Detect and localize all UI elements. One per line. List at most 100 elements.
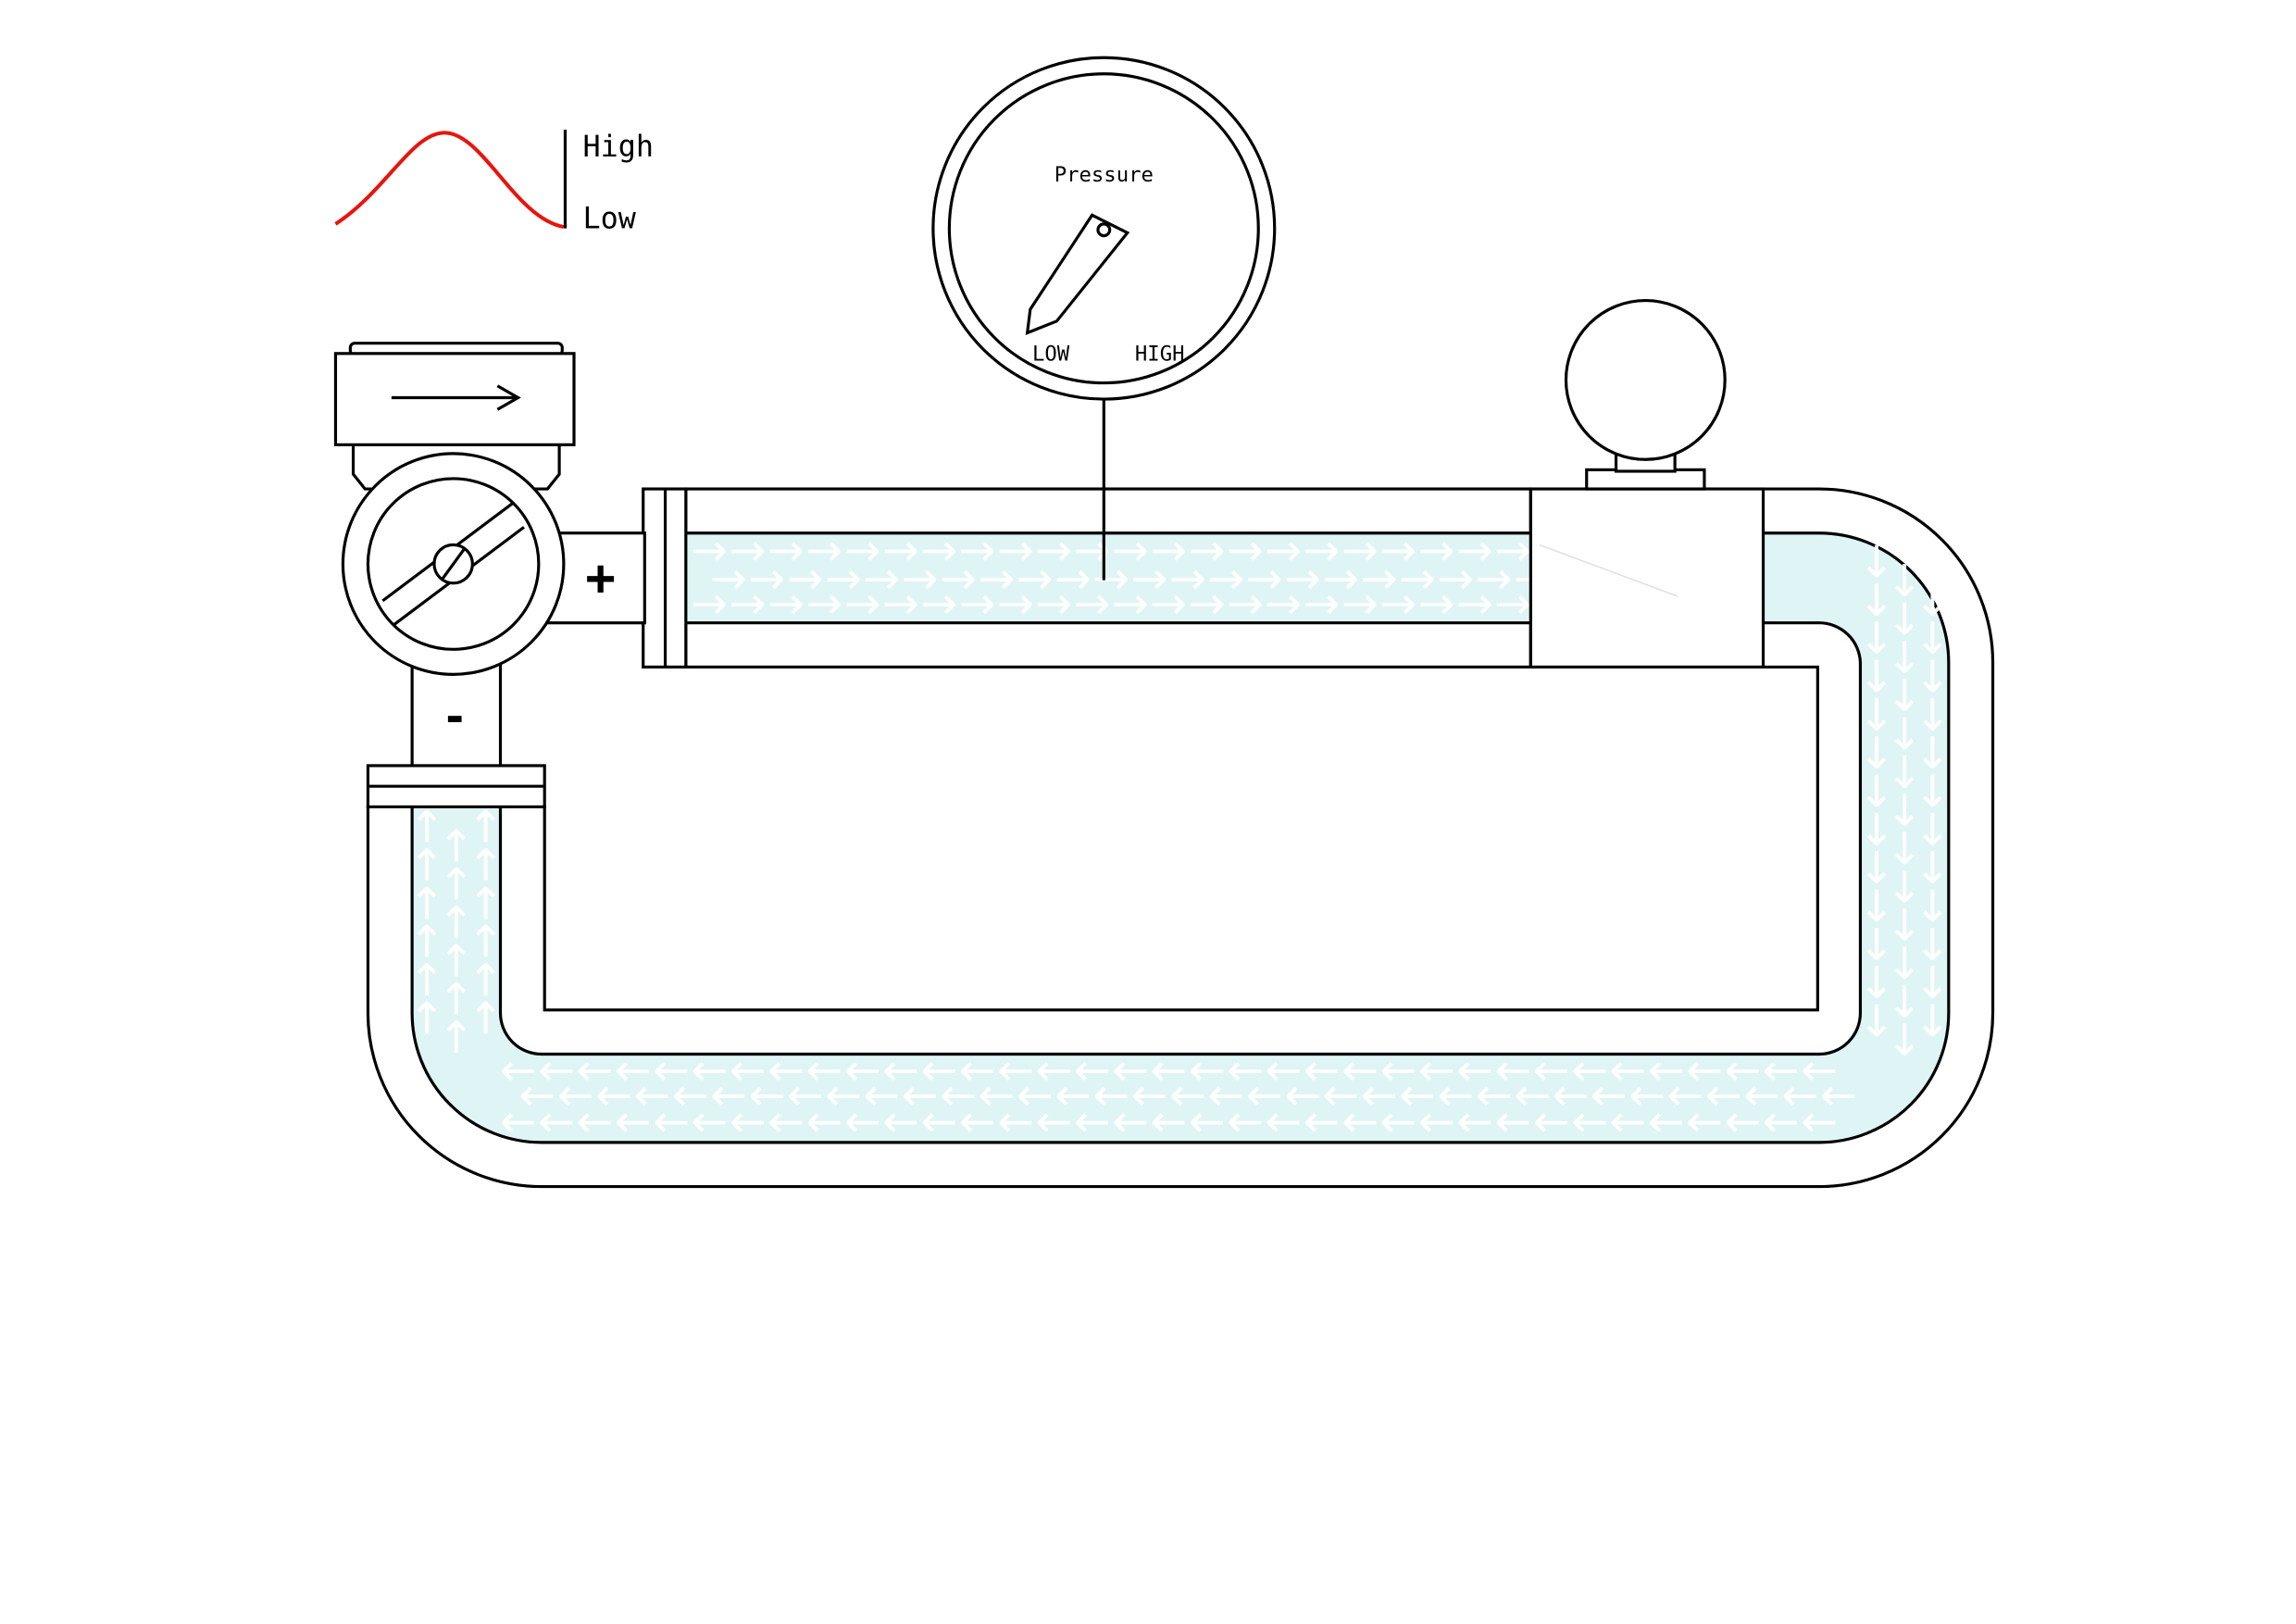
flow-arrow-glyph: → [978, 554, 1015, 605]
flow-arrow-glyph: → [1189, 579, 1226, 630]
flow-arrow-glyph: ← [1227, 1097, 1264, 1148]
flow-arrow-glyph: ↓ [1914, 767, 1951, 818]
pump-minus-label: - [442, 692, 468, 743]
flow-arrow-glyph: ← [1648, 1045, 1685, 1096]
flow-arrows-up: ↑↑↑↑↑↑↑↑↑↑↑↑↑↑↑↑↑↑ [408, 803, 505, 1064]
flow-arrow-glyph: → [1418, 579, 1455, 630]
flow-arrow-glyph: → [805, 526, 842, 577]
flow-arrow-glyph: ← [1035, 1097, 1072, 1148]
flow-arrow-glyph: ← [633, 1070, 670, 1121]
flow-arrow-glyph: ← [615, 1045, 652, 1096]
flow-arrow-glyph: ← [595, 1070, 632, 1121]
flow-arrow-glyph: → [902, 554, 939, 605]
flow-arrow-glyph: ← [500, 1097, 537, 1148]
flow-arrow-glyph: → [959, 526, 996, 577]
flow-arrow-glyph: → [1207, 554, 1244, 605]
flow-arrow-glyph: → [920, 526, 957, 577]
flow-arrow-glyph: ← [615, 1097, 652, 1148]
flow-arrow-glyph: ← [1571, 1097, 1608, 1148]
flow-arrow-glyph: → [1341, 526, 1379, 577]
flow-arrow-glyph: ← [1591, 1070, 1628, 1121]
flow-arrow-glyph: ← [653, 1097, 690, 1148]
flow-arrow-glyph: → [1341, 579, 1379, 630]
flow-arrow-glyph: → [1227, 579, 1264, 630]
flow-arrow-glyph: ↑ [468, 841, 505, 892]
flow-arrow-glyph: ← [538, 1097, 575, 1148]
flow-arrow-glyph: → [882, 526, 919, 577]
flow-arrow-glyph: ↑ [468, 956, 505, 1006]
direction-arrow-icon [496, 384, 521, 411]
flow-arrow-glyph: ← [1322, 1070, 1359, 1121]
flow-arrow-glyph: ↑ [438, 860, 475, 911]
flow-arrow-glyph: ↓ [1858, 881, 1895, 932]
flow-arrow-glyph: → [1379, 579, 1416, 630]
return-pipe: ↓↓↓↓↓↓↓↓↓↓↓↓↓↓↓↓↓↓↓↓↓↓↓↓↓↓↓↓↓↓↓↓↓↓↓↓↓↓↓ … [366, 487, 1995, 1189]
flow-arrow-glyph: ↓ [1858, 843, 1895, 894]
flow-arrow-glyph: ← [1476, 1070, 1513, 1121]
flow-arrow-glyph: → [940, 554, 977, 605]
flow-arrow-glyph: ← [959, 1045, 996, 1096]
flow-arrow-glyph: ↓ [1886, 748, 1923, 799]
flow-arrow-glyph: ← [844, 1045, 881, 1096]
flow-arrow-glyph: ← [730, 1097, 767, 1148]
flow-arrow-glyph: ↓ [1914, 996, 1951, 1047]
flow-arrow-glyph: ← [730, 1045, 767, 1096]
flow-arrow-glyph: ↓ [1858, 691, 1895, 742]
flow-arrow-glyph: ↓ [1886, 786, 1923, 837]
flow-arrow-glyph: ← [710, 1070, 747, 1121]
flow-arrow-glyph: ← [1304, 1097, 1341, 1148]
flow-arrow-glyph: → [1150, 526, 1187, 577]
flow-arrow-glyph: ← [1112, 1097, 1149, 1148]
flow-arrow-glyph: ← [1361, 1070, 1398, 1121]
flow-arrow-glyph: ← [518, 1070, 555, 1121]
flow-arrow-glyph: ← [1150, 1097, 1187, 1148]
flow-arrow-glyph: → [1476, 554, 1513, 605]
flow-arrow-glyph: ↓ [1886, 901, 1923, 952]
flow-arrow-glyph: → [844, 526, 881, 577]
flow-arrow-glyph: ← [1054, 1070, 1092, 1121]
flow-arrows-down: ↓↓↓↓↓↓↓↓↓↓↓↓↓↓↓↓↓↓↓↓↓↓↓↓↓↓↓↓↓↓↓↓↓↓↓↓↓↓↓ [1858, 537, 1951, 1067]
flow-arrow-glyph: ← [978, 1070, 1015, 1121]
flow-arrow-glyph: → [1131, 554, 1168, 605]
flow-arrow-glyph: ← [1724, 1045, 1761, 1096]
flow-arrow-glyph: ↓ [1914, 652, 1951, 703]
flow-arrow-glyph: ← [1150, 1045, 1187, 1096]
flow-arrow-glyph: ↑ [468, 803, 505, 854]
flow-arrow-glyph: → [1054, 554, 1092, 605]
flow-arrow-glyph: ← [844, 1097, 881, 1148]
flow-arrow-glyph: ← [500, 1045, 537, 1096]
flow-arrow-glyph: ← [940, 1070, 977, 1121]
flow-arrow-glyph: → [1227, 526, 1264, 577]
flow-arrow-glyph: ↑ [408, 879, 445, 930]
flow-arrow-glyph: ↓ [1914, 614, 1951, 665]
flow-arrow-glyph: ↑ [408, 803, 445, 854]
flow-arrows-left: ←←←←←←←←←←←←←←←←←←←←←←←←←←←←←←←←←←←←←←←←… [500, 1045, 1857, 1148]
flow-arrow-glyph: ↓ [1886, 671, 1923, 722]
flow-arrow-glyph: ← [1227, 1045, 1264, 1096]
flow-arrow-glyph: → [1399, 554, 1436, 605]
flow-arrow-glyph: → [1494, 526, 1531, 577]
flow-arrow-glyph: → [1169, 554, 1206, 605]
flow-arrow-glyph: ← [1284, 1070, 1321, 1121]
flow-arrow-glyph: ↑ [408, 956, 445, 1006]
flow-arrow-glyph: ← [1686, 1097, 1723, 1148]
flow-arrow-glyph: → [805, 579, 842, 630]
flow-arrow-glyph: ← [1801, 1097, 1838, 1148]
flow-arrow-glyph: ← [1666, 1070, 1703, 1121]
flow-arrow-glyph: ← [1074, 1097, 1111, 1148]
flow-arrow-glyph: ← [1418, 1097, 1455, 1148]
flow-arrow-glyph: → [920, 579, 957, 630]
flow-arrow-glyph: ← [1609, 1045, 1646, 1096]
flow-arrow-glyph: ↓ [1886, 863, 1923, 914]
flow-arrow-glyph: ← [863, 1070, 900, 1121]
flow-arrow-glyph: ← [1820, 1070, 1857, 1121]
piston-block [1529, 487, 1766, 668]
piston-hint-line [1539, 543, 1678, 597]
flow-arrow-glyph: → [1265, 579, 1302, 630]
flow-arrow-glyph: → [1265, 526, 1302, 577]
flow-arrow-glyph: → [959, 579, 996, 630]
cylinder-water [685, 532, 1531, 623]
flow-arrow-glyph: ← [920, 1097, 957, 1148]
flow-arrow-glyph: ↓ [1886, 1016, 1923, 1067]
flow-arrow-glyph: ← [1189, 1045, 1226, 1096]
